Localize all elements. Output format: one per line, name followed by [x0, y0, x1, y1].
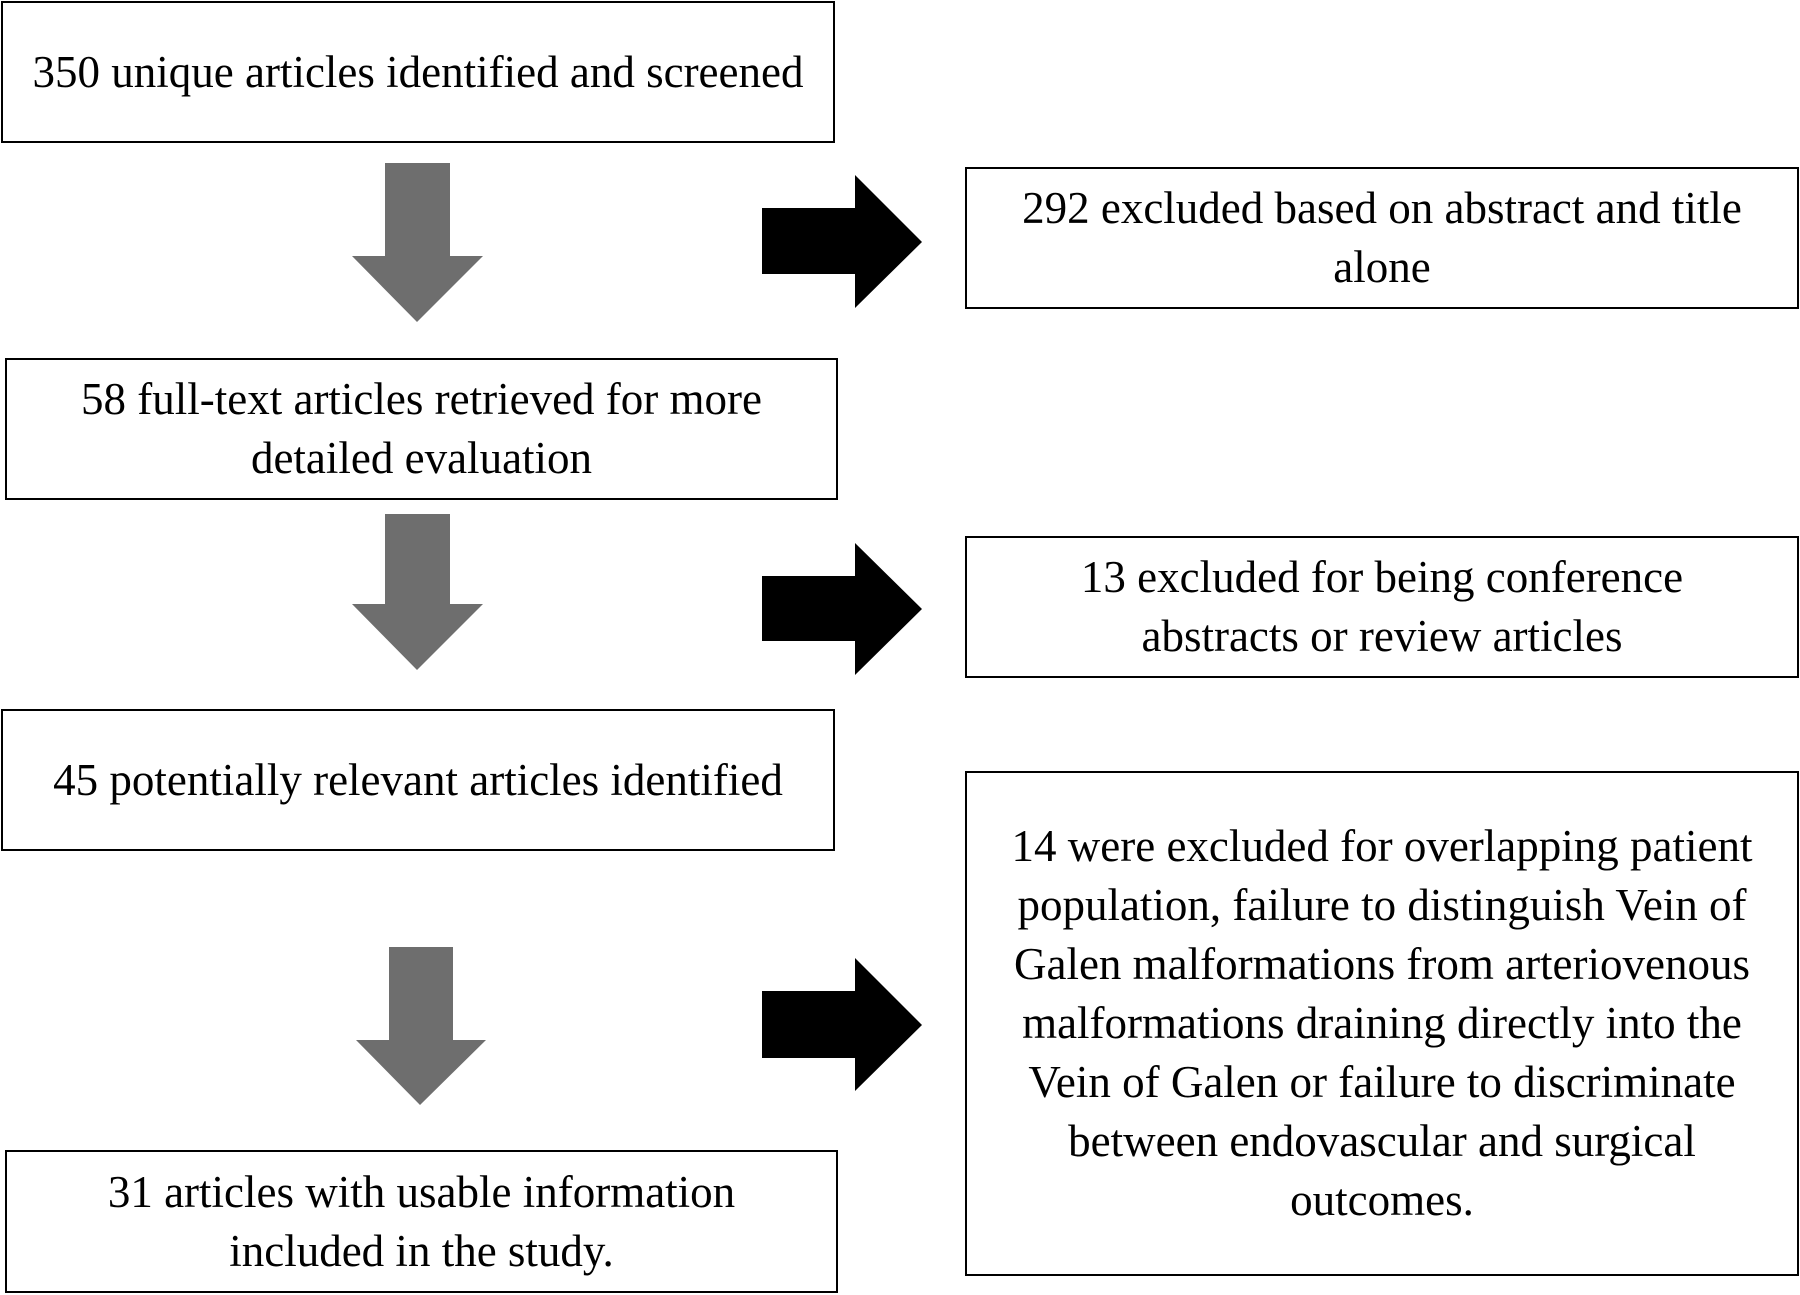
right-arrow-2 — [762, 543, 922, 675]
right-arrow-3 — [762, 958, 922, 1091]
identified-box: 350 unique articles identified and scree… — [1, 1, 835, 143]
exclusion-abstract-title-text: 292 excluded based on abstract and title… — [1022, 183, 1742, 292]
identified-text: 350 unique articles identified and scree… — [32, 46, 804, 97]
down-arrow-3 — [356, 947, 486, 1105]
full-text-box: 58 full-text articles retrieved for more… — [5, 358, 838, 500]
down-arrow-2 — [352, 514, 483, 670]
relevant-box: 45 potentially relevant articles identif… — [1, 709, 835, 851]
exclusion-conference-review-text: 13 excluded for being conference abstrac… — [1080, 552, 1684, 661]
relevant-text: 45 potentially relevant articles identif… — [53, 754, 783, 805]
exclusion-overlap-box: 14 were excluded for overlapping patient… — [965, 771, 1799, 1276]
included-text: 31 articles with usable information incl… — [107, 1166, 736, 1276]
exclusion-abstract-title-box: 292 excluded based on abstract and title… — [965, 167, 1799, 309]
right-arrow-1 — [762, 175, 922, 308]
exclusion-overlap-text: 14 were excluded for overlapping patient… — [1011, 821, 1753, 1225]
down-arrow-1 — [352, 163, 483, 322]
included-box: 31 articles with usable information incl… — [5, 1150, 838, 1293]
full-text-text: 58 full-text articles retrieved for more… — [81, 374, 762, 483]
exclusion-conference-review-box: 13 excluded for being conference abstrac… — [965, 536, 1799, 678]
